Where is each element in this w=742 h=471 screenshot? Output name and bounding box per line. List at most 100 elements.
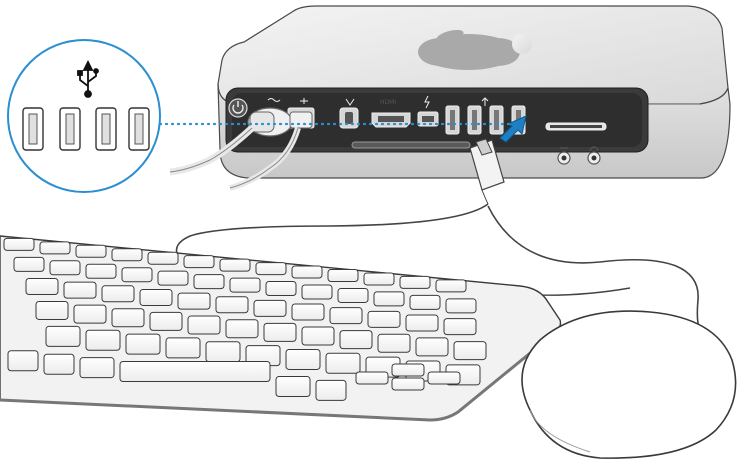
- keyboard-key: [367, 310, 401, 328]
- keyboard-key: [301, 326, 335, 346]
- keyboard-key: [157, 270, 189, 286]
- keyboard-key: [301, 284, 333, 300]
- keyboard-key: [373, 291, 405, 307]
- keyboard-key: [229, 277, 261, 293]
- keyboard-key: [435, 279, 467, 293]
- usb-plug: [469, 138, 505, 205]
- ac-power-icon: [267, 98, 281, 102]
- thunderbolt-icon: [424, 95, 430, 109]
- keyboard-arrow-key: [355, 371, 389, 385]
- callout-circle: [7, 39, 161, 193]
- insert-arrow-icon: [499, 115, 527, 143]
- keyboard-key: [265, 281, 297, 297]
- keyboard-key: [453, 341, 487, 361]
- keyboard-key: [39, 241, 71, 255]
- lower-slot: [351, 141, 471, 149]
- keyboard-key: [409, 294, 441, 310]
- callout-usb-port-3: [95, 107, 117, 151]
- power-button-icon[interactable]: [228, 98, 248, 118]
- apple-logo-icon: [418, 29, 532, 70]
- keyboard-arrow-key: [391, 363, 425, 377]
- keyboard-key: [139, 288, 173, 306]
- usb-callout: [7, 39, 514, 193]
- headphone-icon: [589, 146, 599, 152]
- keyboard-key: [177, 292, 211, 310]
- keyboard-key: [377, 333, 411, 353]
- keyboard: [0, 235, 562, 422]
- keyboard-key: [147, 251, 179, 265]
- keyboard-key: [25, 277, 59, 295]
- usb-icon: [77, 59, 99, 98]
- keyboard-key: [325, 352, 361, 374]
- keyboard-arrow-key: [427, 371, 461, 385]
- ethernet-plug: [289, 111, 313, 129]
- keyboard-key: [63, 281, 97, 299]
- keyboard-key: [443, 318, 477, 336]
- keyboard-key: [275, 375, 311, 397]
- keyboard-key: [75, 244, 107, 258]
- firewire-port[interactable]: [339, 98, 359, 129]
- keyboard-key: [445, 298, 477, 314]
- keyboard-arrow-key: [391, 377, 425, 391]
- keyboard-key: [7, 350, 39, 372]
- headphone-port[interactable]: [587, 146, 601, 165]
- audio-in-port[interactable]: [557, 147, 571, 165]
- firewire-icon: [345, 98, 355, 106]
- mouse-body: [521, 310, 737, 459]
- keyboard-key: [255, 262, 287, 276]
- keyboard-spacebar: [119, 361, 271, 383]
- usb-panel-icon: [481, 97, 489, 106]
- keyboard-key: [79, 357, 115, 379]
- keyboard-key: [165, 337, 201, 359]
- power-plug: [247, 107, 293, 137]
- keyboard-key: [13, 256, 45, 272]
- keyboard-key: [183, 255, 215, 269]
- keyboard-key: [45, 325, 81, 347]
- keyboard-key: [35, 300, 69, 320]
- keyboard-key: [85, 263, 117, 279]
- keyboard-key: [253, 299, 287, 317]
- keyboard-key: [187, 315, 221, 335]
- keyboard-key: [291, 303, 325, 321]
- ethernet-icon: [300, 98, 308, 104]
- keyboard-key: [285, 348, 321, 370]
- keyboard-key: [85, 329, 121, 351]
- callout-usb-port-4: [128, 107, 150, 151]
- thunderbolt-port[interactable]: [417, 95, 439, 127]
- callout-usb-port-1: [22, 107, 44, 151]
- keyboard-key: [329, 307, 363, 325]
- keyboard-key: [291, 265, 323, 279]
- keyboard-key: [121, 267, 153, 283]
- keyboard-key: [149, 311, 183, 331]
- mac-mini: HDMI: [169, 5, 731, 205]
- keyboard-key: [101, 285, 135, 303]
- keyboard-key: [219, 258, 251, 272]
- keyboard-key: [339, 330, 373, 350]
- keyboard-key: [193, 274, 225, 290]
- keyboard-key: [415, 337, 449, 357]
- mouse-cable: [487, 205, 701, 331]
- keyboard-key: [111, 308, 145, 328]
- keyboard-key: [43, 353, 75, 375]
- hdmi-label: HDMI: [380, 99, 396, 106]
- keyboard-key: [3, 237, 35, 251]
- keyboard-key: [405, 314, 439, 332]
- keyboard-key: [215, 296, 249, 314]
- keyboard-keys: [3, 237, 487, 401]
- keyboard-key: [315, 379, 347, 401]
- keyboard-key: [399, 275, 431, 289]
- keyboard-key: [205, 341, 241, 363]
- keyboard-key: [125, 333, 161, 355]
- keyboard-key: [327, 268, 359, 282]
- mouse: [521, 310, 737, 459]
- keyboard-key: [111, 248, 143, 262]
- keyboard-key: [337, 287, 369, 303]
- keyboard-key: [263, 322, 297, 342]
- keyboard-key: [363, 272, 395, 286]
- keyboard-key: [49, 260, 81, 276]
- keyboard-usb-cable: [175, 203, 489, 257]
- keyboard-key: [225, 319, 259, 339]
- callout-usb-port-2: [59, 107, 81, 151]
- keyboard-key: [73, 304, 107, 324]
